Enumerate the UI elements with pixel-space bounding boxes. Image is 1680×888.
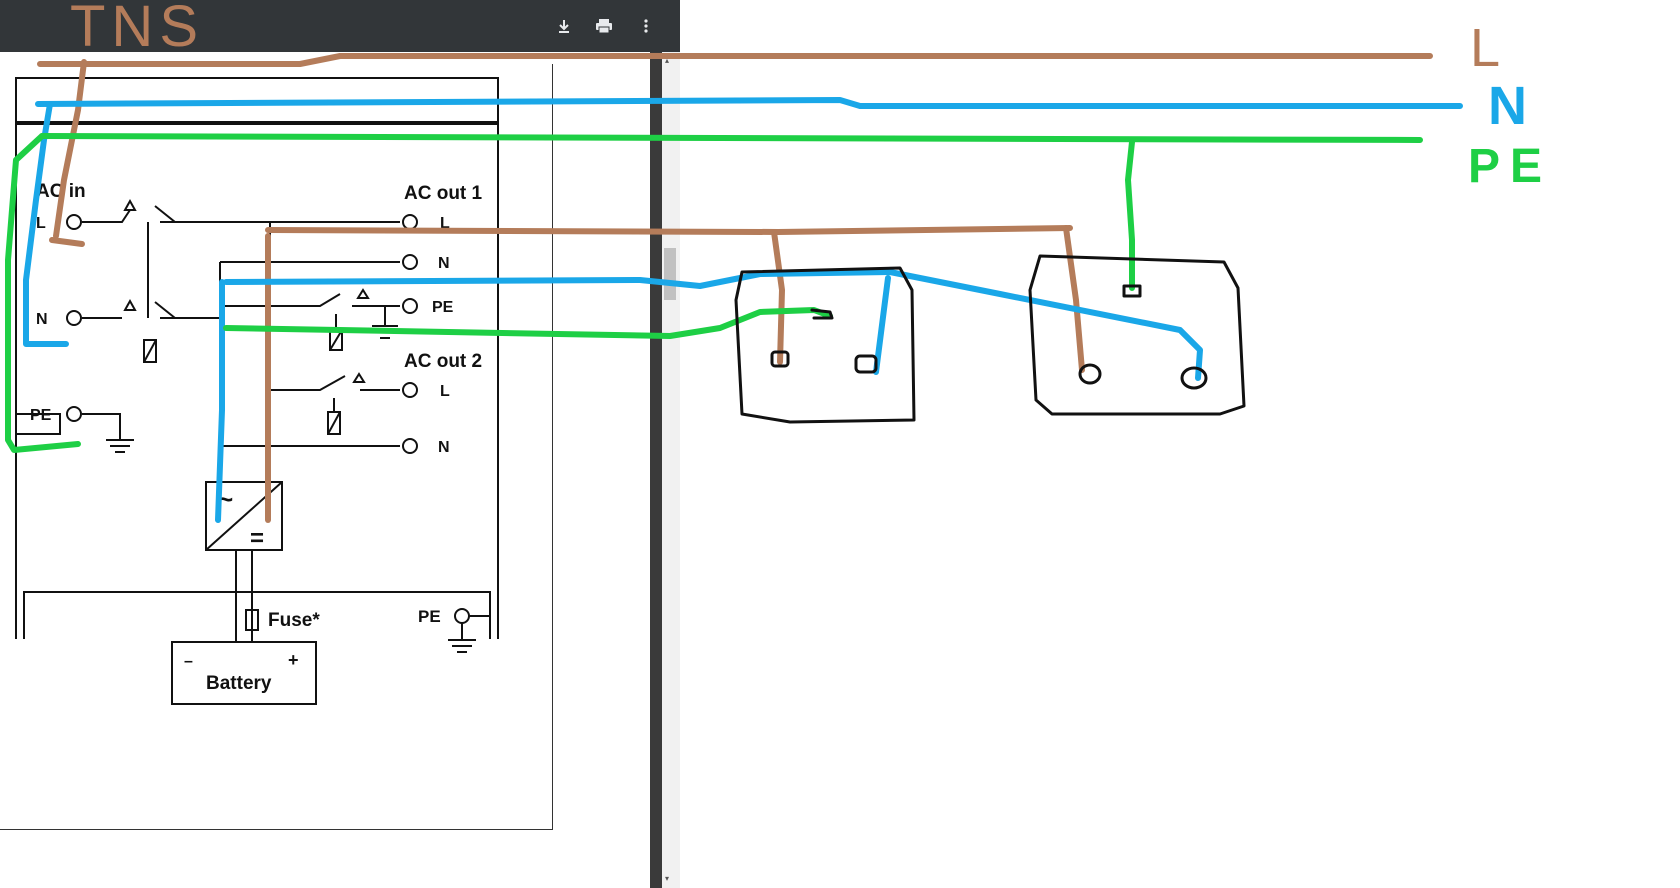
ac-out2-n-label: N (438, 439, 450, 456)
socket-2 (1028, 254, 1246, 416)
socket-1 (734, 266, 916, 424)
ac-out1-label: AC out 1 (404, 183, 483, 204)
ac-in-n-label: N (36, 311, 48, 328)
socket-1-pin-n (854, 354, 878, 374)
print-button[interactable] (590, 12, 618, 40)
socket-boxes (734, 254, 1246, 424)
battery-plus: + (288, 650, 299, 670)
scroll-up-arrow[interactable]: ▴ (665, 56, 670, 65)
pdf-toolbar (0, 0, 680, 52)
wire-n (23, 97, 1463, 523)
pdf-viewer: ▴ ▾ (0, 0, 680, 888)
battery-label: Battery (206, 673, 272, 694)
socket-2-pin-l (1078, 363, 1102, 385)
ac-in-pe-label: PE (30, 407, 52, 424)
battery-box (171, 641, 317, 705)
inverter-box (205, 481, 283, 551)
scrollbar-thumb[interactable] (664, 248, 676, 300)
label-l: L (1470, 18, 1500, 78)
schematic-diagram: AC in L N PE AC out 1 L N PE AC out 2 L … (15, 77, 499, 705)
pe-bottom-label: PE (418, 607, 441, 626)
download-icon (559, 20, 569, 33)
socket-2-pin-pe (1122, 284, 1142, 298)
more-options-button[interactable] (632, 12, 660, 40)
socket-1-pin-l (770, 350, 790, 368)
socket-2-pin-n (1180, 366, 1208, 390)
label-pe: PE (1468, 140, 1552, 193)
ac-out1-l-label: L (440, 215, 450, 232)
enclosure-outline (15, 77, 499, 639)
scroll-down-arrow[interactable]: ▾ (665, 874, 670, 883)
ac-out2-label: AC out 2 (404, 351, 482, 372)
more-vert-icon (644, 19, 648, 33)
inverter-dc-symbol: = (250, 525, 264, 552)
pdf-page: AC in L N PE AC out 1 L N PE AC out 2 L … (0, 64, 553, 830)
viewer-divider (650, 52, 662, 888)
battery-minus: – (184, 653, 193, 670)
ac-out1-n-label: N (438, 255, 450, 272)
socket-1-pin-pe (810, 308, 834, 320)
print-icon (596, 19, 612, 34)
download-button[interactable] (550, 12, 578, 40)
ac-in-l-label: L (36, 215, 46, 232)
tns-title: TNS (70, 0, 204, 59)
fuse-label: Fuse* (268, 610, 320, 631)
wire-l (37, 53, 1433, 523)
ac-out2-l-label: L (440, 383, 450, 400)
label-n: N (1488, 76, 1527, 136)
ac-out1-pe-label: PE (432, 299, 454, 316)
